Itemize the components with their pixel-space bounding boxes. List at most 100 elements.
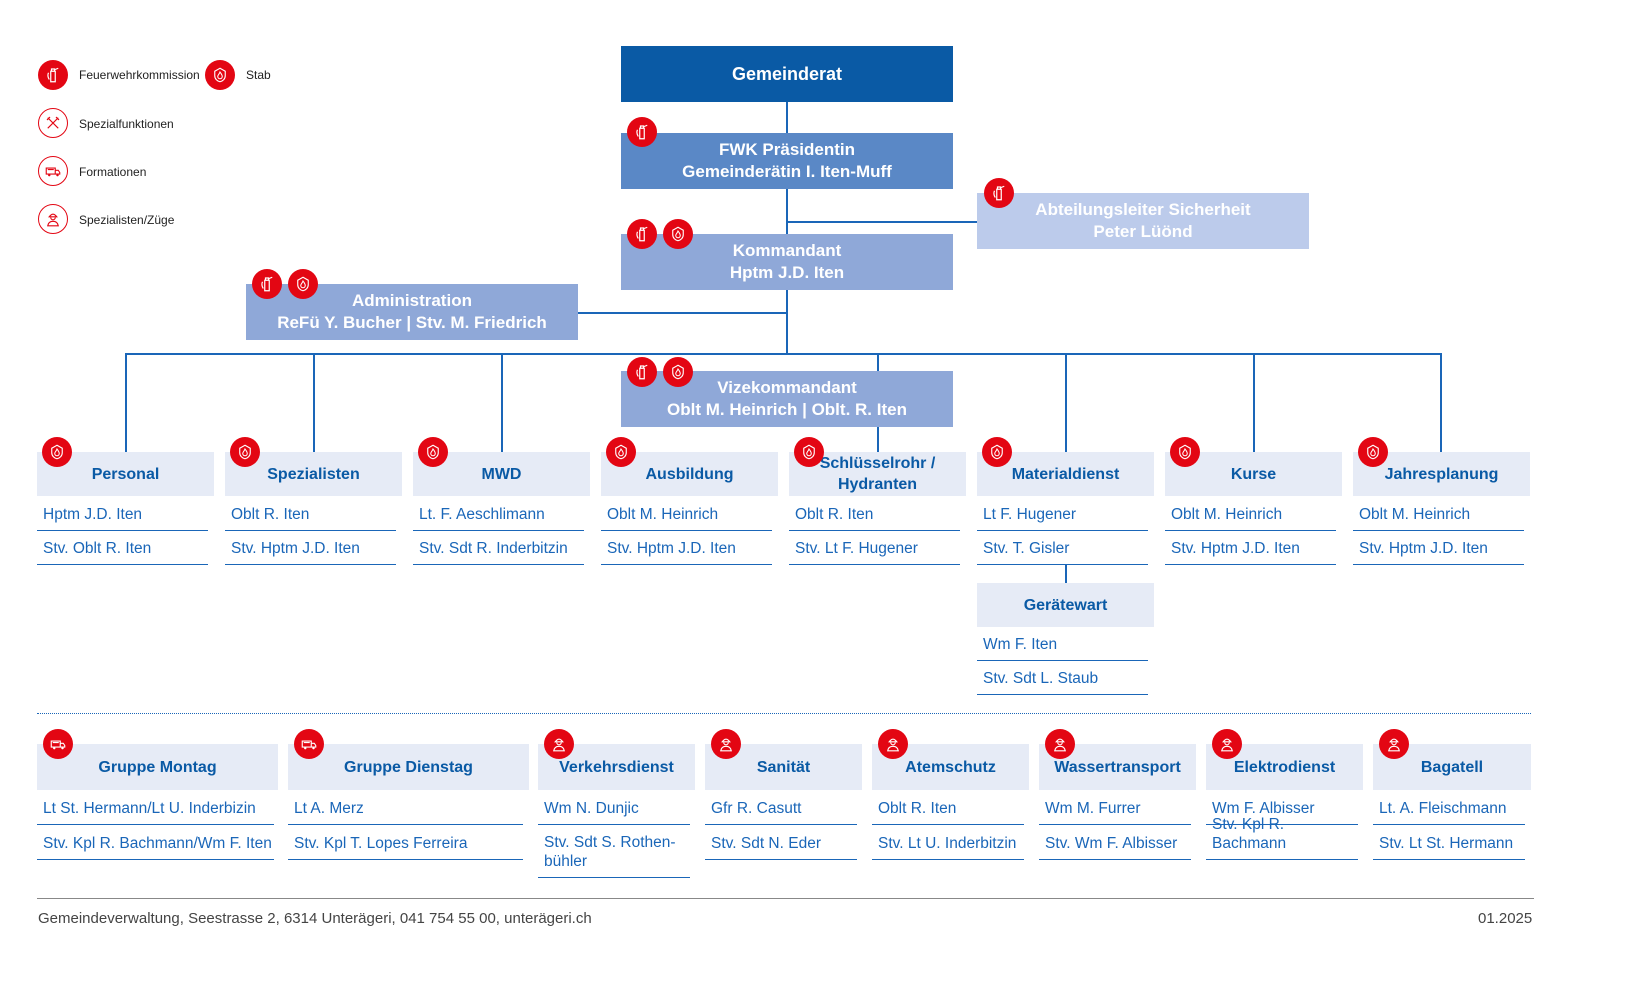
spezialisten-icon bbox=[38, 204, 68, 234]
spezialfunktionen-icon bbox=[38, 108, 68, 138]
drop-jahresplanung bbox=[1440, 353, 1442, 452]
dept-name: Schlüsselrohr / Hydranten bbox=[819, 455, 936, 493]
abteilung-name: Peter Lüönd bbox=[1093, 222, 1193, 241]
member-2: Stv. Hptm J.D. Iten bbox=[225, 533, 396, 565]
section-separator bbox=[37, 713, 1531, 714]
footer-divider bbox=[37, 898, 1534, 899]
member-2: Stv. Hptm J.D. Iten bbox=[1165, 533, 1336, 565]
formation-gruppe-montag: Gruppe Montag bbox=[37, 744, 278, 790]
spezialisten-icon bbox=[878, 729, 908, 759]
kommandant-name: Hptm J.D. Iten bbox=[729, 263, 845, 282]
formationen-icon bbox=[38, 156, 68, 186]
member-2: Stv. Sdt R. Inderbitzin bbox=[413, 533, 584, 565]
stab-icon bbox=[42, 437, 72, 467]
feuerwehrkommission-icon bbox=[984, 178, 1014, 208]
drop-geraetewart bbox=[1065, 565, 1067, 583]
vize-title: Vizekommandant bbox=[717, 378, 857, 397]
dept-name: MWD bbox=[481, 465, 522, 483]
stab-icon bbox=[288, 269, 318, 299]
administration-box: Administration ReFü Y. Bucher | Stv. M. … bbox=[246, 284, 578, 340]
member-1: Oblt R. Iten bbox=[225, 500, 396, 531]
spezialisten-icon bbox=[1045, 729, 1075, 759]
legend-formationen: Formationen bbox=[79, 165, 147, 179]
drop-materialdienst bbox=[1065, 353, 1067, 452]
member-1: Oblt M. Heinrich bbox=[601, 500, 772, 531]
admin-title: Administration bbox=[352, 291, 472, 310]
legend-spezialfunktionen: Spezialfunktionen bbox=[79, 117, 174, 131]
feuerwehrkommission-icon bbox=[627, 219, 657, 249]
spezialisten-icon bbox=[544, 729, 574, 759]
member-2: Stv. T. Gisler bbox=[977, 533, 1148, 565]
stab-icon bbox=[794, 437, 824, 467]
formation-name: Wassertransport bbox=[1054, 758, 1181, 776]
feuerwehrkommission-icon bbox=[627, 357, 657, 387]
stab-icon bbox=[418, 437, 448, 467]
member-1: Wm N. Dunjic bbox=[538, 792, 690, 825]
vize-name: Oblt M. Heinrich | Oblt. R. Iten bbox=[667, 400, 907, 419]
member-1: Lt A. Merz bbox=[288, 792, 523, 825]
dept-name: Personal bbox=[91, 465, 160, 483]
spezialisten-icon bbox=[1212, 729, 1242, 759]
member-2: Stv. Oblt R. Iten bbox=[37, 533, 208, 565]
dept-geraetewart: Gerätewart bbox=[977, 583, 1154, 627]
fwk-name: Gemeinderätin I. Iten-Muff bbox=[682, 162, 892, 181]
member-2: Stv. Hptm J.D. Iten bbox=[601, 533, 772, 565]
stab-icon bbox=[205, 60, 235, 90]
member-1: Oblt R. Iten bbox=[789, 500, 960, 531]
footer-date: 01.2025 bbox=[1478, 910, 1533, 927]
abteilung-title: Abteilungsleiter Sicherheit bbox=[1035, 200, 1251, 219]
member-2: Stv. Wm F. Albisser bbox=[1039, 827, 1191, 860]
formation-name: Bagatell bbox=[1420, 758, 1484, 776]
stab-icon bbox=[606, 437, 636, 467]
formationen-icon bbox=[43, 729, 73, 759]
feuerwehrkommission-icon bbox=[627, 117, 657, 147]
formation-name: Elektrodienst bbox=[1233, 758, 1336, 776]
formation-name: Gruppe Dienstag bbox=[344, 758, 473, 776]
member-2: Stv. Lt U. Inderbitzin bbox=[872, 827, 1024, 860]
member-2: Stv. Sdt S. Rothen- bühler bbox=[538, 827, 690, 878]
member-2: Stv. Sdt N. Eder bbox=[705, 827, 857, 860]
dept-kurse: Kurse bbox=[1165, 452, 1342, 496]
connector-administration bbox=[578, 312, 786, 314]
member-2: Stv. Hptm J.D. Iten bbox=[1353, 533, 1524, 565]
member-1: Wm M. Furrer bbox=[1039, 792, 1191, 825]
member-1: Hptm J.D. Iten bbox=[37, 500, 208, 531]
feuerwehrkommission-icon bbox=[38, 60, 68, 90]
admin-name: ReFü Y. Bucher | Stv. M. Friedrich bbox=[277, 313, 547, 332]
member-2: Stv. Kpl R. Bachmann bbox=[1206, 816, 1358, 860]
connector-abteilung bbox=[786, 221, 978, 223]
gemeinderat-label: Gemeinderat bbox=[731, 63, 843, 84]
dept-name: Kurse bbox=[1230, 465, 1277, 483]
drop-spezialisten bbox=[313, 353, 315, 452]
kommandant-title: Kommandant bbox=[732, 241, 842, 260]
dept-name: Ausbildung bbox=[645, 465, 734, 483]
legend-spezialisten-zuege: Spezialisten/Züge bbox=[79, 213, 175, 227]
main-trunk-line bbox=[786, 102, 788, 354]
formation-name: Sanität bbox=[756, 758, 811, 776]
drop-personal bbox=[125, 353, 127, 452]
legend-feuerwehrkommission: Feuerwehrkommission bbox=[79, 68, 200, 82]
department-bus-line bbox=[125, 353, 1441, 355]
member-2: Stv. Kpl T. Lopes Ferreira bbox=[288, 827, 523, 860]
member-1: Lt F. Hugener bbox=[977, 500, 1148, 531]
stab-icon bbox=[663, 219, 693, 249]
dept-personal: Personal bbox=[37, 452, 214, 496]
stab-icon bbox=[663, 357, 693, 387]
member-2: Stv. Lt St. Hermann bbox=[1373, 827, 1525, 860]
member-1: Wm F. Albisser bbox=[1206, 792, 1358, 825]
dept-name: Gerätewart bbox=[1023, 596, 1108, 614]
spezialisten-icon bbox=[711, 729, 741, 759]
dept-name: Materialdienst bbox=[1011, 465, 1120, 483]
formation-gruppe-dienstag: Gruppe Dienstag bbox=[288, 744, 529, 790]
stab-icon bbox=[230, 437, 260, 467]
member-1: Oblt M. Heinrich bbox=[1353, 500, 1524, 531]
drop-mwd bbox=[501, 353, 503, 452]
drop-kurse bbox=[1253, 353, 1255, 452]
stab-icon bbox=[1358, 437, 1388, 467]
formationen-icon bbox=[294, 729, 324, 759]
member-1: Lt. A. Fleischmann bbox=[1373, 792, 1525, 825]
member-2: Stv. Kpl R. Bachmann/Wm F. Iten bbox=[37, 827, 274, 860]
member-1: Wm F. Iten bbox=[977, 630, 1148, 661]
stab-icon bbox=[1170, 437, 1200, 467]
feuerwehrkommission-icon bbox=[252, 269, 282, 299]
